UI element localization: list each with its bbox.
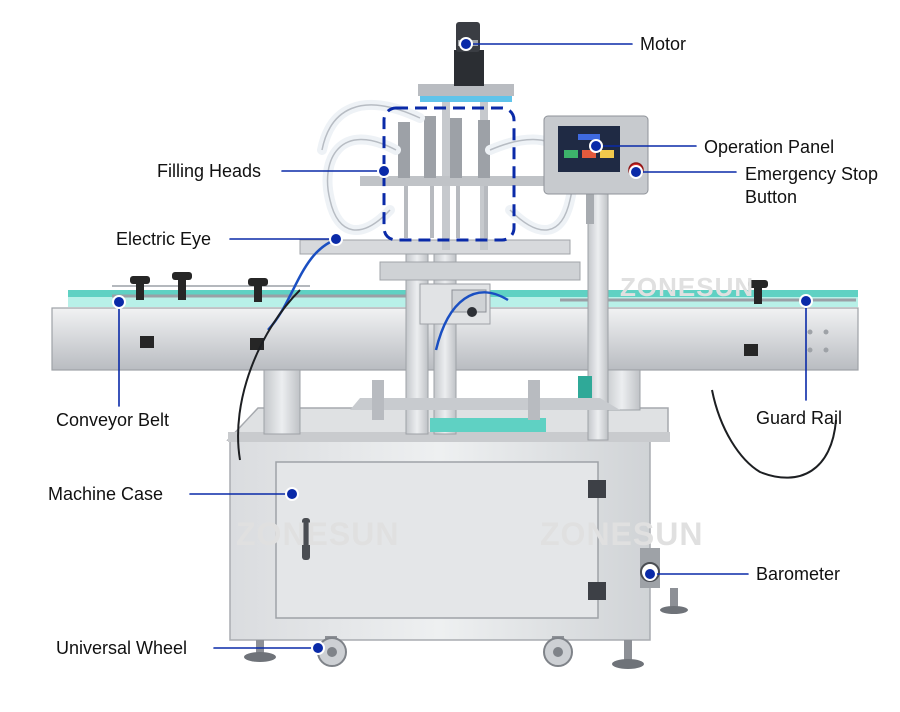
hinge-bottom bbox=[588, 582, 606, 600]
watermark-case-right: ZONESUN bbox=[540, 516, 703, 552]
leveling-foot-right bbox=[660, 588, 688, 614]
filling-heads bbox=[398, 116, 490, 238]
rail-knobs bbox=[130, 272, 768, 356]
callout-emergency-stop: Emergency Stop Button bbox=[629, 164, 878, 207]
machine-illustration: ZONESUN ZONESUN bbox=[51, 22, 859, 669]
callouts: Motor Filling Heads Operation Panel Emer… bbox=[48, 34, 878, 658]
filling-heads-highlight bbox=[382, 106, 516, 242]
label-electric-eye: Electric Eye bbox=[116, 229, 211, 249]
label-machine-case: Machine Case bbox=[48, 484, 163, 504]
label-motor: Motor bbox=[640, 34, 686, 54]
callout-guard-rail: Guard Rail bbox=[756, 294, 842, 428]
label-barometer: Barometer bbox=[756, 564, 840, 584]
operation-panel-illustration bbox=[543, 115, 649, 224]
callout-filling-heads: Filling Heads bbox=[157, 161, 391, 181]
callout-universal-wheel: Universal Wheel bbox=[56, 638, 325, 658]
callout-motor: Motor bbox=[459, 34, 686, 54]
label-guard-rail: Guard Rail bbox=[756, 408, 842, 428]
label-universal-wheel: Universal Wheel bbox=[56, 638, 187, 658]
callout-operation-panel: Operation Panel bbox=[589, 137, 834, 157]
callout-barometer: Barometer bbox=[643, 564, 840, 584]
hinge-top bbox=[588, 480, 606, 498]
machine-case: ZONESUN ZONESUN bbox=[229, 439, 703, 641]
label-filling-heads: Filling Heads bbox=[157, 161, 261, 181]
universal-wheel-left bbox=[317, 636, 347, 667]
filling-assembly bbox=[237, 22, 837, 479]
case-handle bbox=[302, 518, 310, 560]
watermark-case-left: ZONESUN bbox=[236, 516, 399, 552]
label-conveyor-belt: Conveyor Belt bbox=[56, 410, 169, 430]
label-operation-panel: Operation Panel bbox=[704, 137, 834, 157]
feet-and-wheels bbox=[244, 588, 688, 669]
callout-conveyor-belt: Conveyor Belt bbox=[56, 295, 169, 430]
watermark-conveyor: ZONESUN bbox=[620, 272, 754, 302]
label-emergency-stop-line1: Emergency Stop bbox=[745, 164, 878, 184]
label-emergency-stop-line2: Button bbox=[745, 187, 797, 207]
callout-machine-case: Machine Case bbox=[48, 484, 299, 504]
callout-electric-eye: Electric Eye bbox=[116, 229, 343, 249]
universal-wheel-right bbox=[543, 636, 573, 667]
conveyor-legs bbox=[263, 369, 641, 435]
